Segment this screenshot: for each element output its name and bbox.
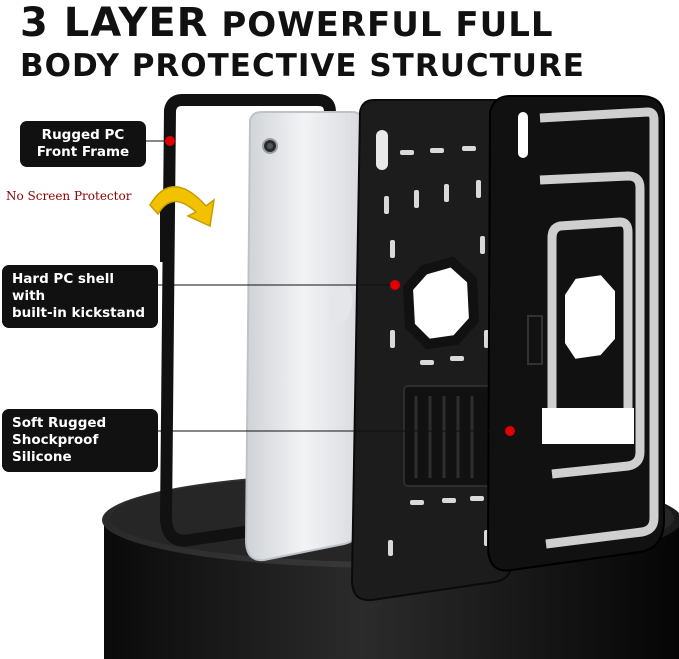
- callout-front-frame: Rugged PC Front Frame: [20, 121, 146, 167]
- headline-line-2: BODY PROTECTIVE STRUCTURE: [20, 48, 585, 84]
- callout-silicone-line-1: Soft Rugged: [12, 415, 107, 431]
- headline: 3 LAYER POWERFUL FULL BODY PROTECTIVE ST…: [20, 3, 670, 86]
- callout-dot-silicone: [505, 426, 515, 436]
- callout-front-frame-line-2: Front Frame: [36, 144, 130, 160]
- headline-line-1: 3 LAYER POWERFUL FULL: [20, 3, 670, 45]
- callout-hard-shell-line-2: built-in kickstand: [12, 305, 145, 321]
- callout-silicone-line-2: Shockproof Silicone: [12, 432, 99, 465]
- callout-dot-frame: [165, 136, 175, 146]
- callout-silicone: Soft Rugged Shockproof Silicone: [2, 409, 158, 472]
- callout-hard-shell: Hard PC shell with built-in kickstand: [2, 265, 158, 328]
- headline-emphasis: 3 LAYER: [20, 0, 209, 46]
- no-screen-protector-note: No Screen Protector: [6, 189, 132, 203]
- callout-front-frame-line-1: Rugged PC: [41, 127, 125, 143]
- arrow-icon: [149, 186, 216, 228]
- callout-hard-shell-line-1: Hard PC shell with: [12, 271, 114, 304]
- headline-line-1-rest: POWERFUL FULL: [221, 5, 554, 45]
- callout-dot-shell: [390, 280, 400, 290]
- tablet-device: [244, 111, 363, 562]
- hard-pc-shell: [350, 99, 513, 602]
- silicone-cover: [486, 95, 665, 572]
